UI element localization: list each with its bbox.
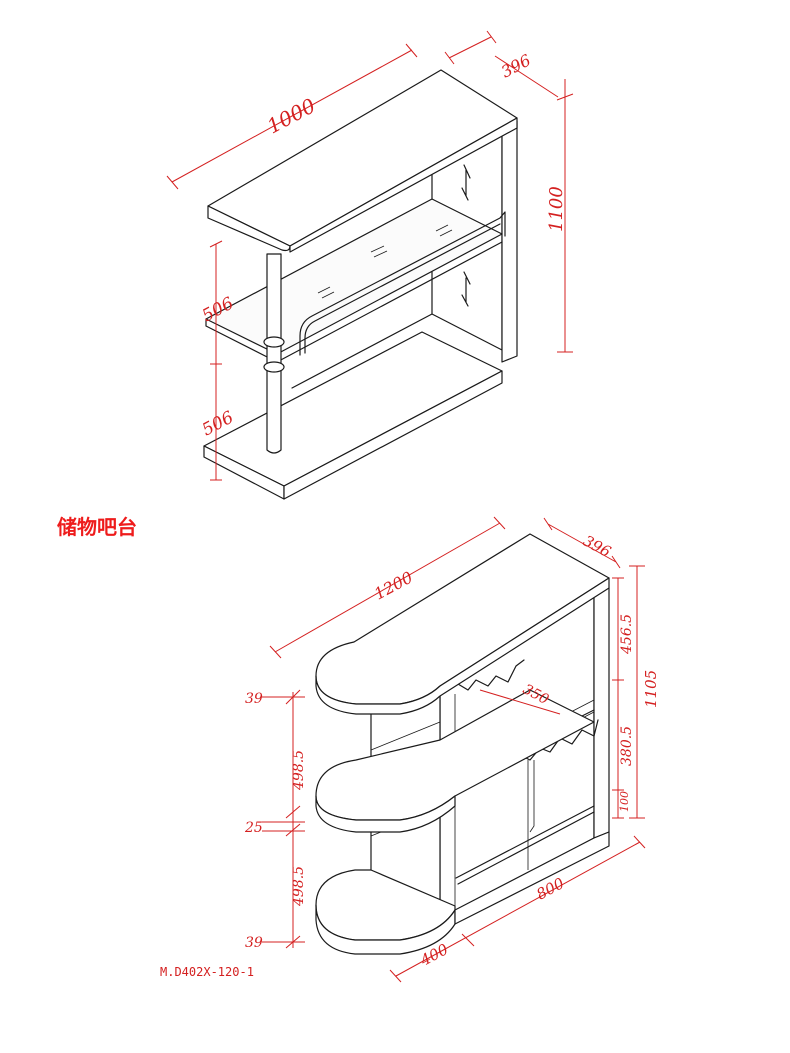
towel-bar <box>299 211 506 356</box>
dim-line-depth <box>444 30 497 65</box>
dim-height-380-5: 380.5 <box>619 726 635 766</box>
drawing-title: 储物吧台 <box>57 515 137 539</box>
storage-bar-unit: 1200 396 1105 456.5 380.5 100 350 39 498… <box>244 516 660 983</box>
handle-icon <box>461 271 471 307</box>
dim-height-1100: 1100 <box>546 186 567 232</box>
dim-depth-396: 396 <box>498 50 534 81</box>
dim-line-height <box>494 55 574 353</box>
top-bar-unit: 1000 396 1100 506 506 <box>166 30 574 500</box>
dim-thickness-25: 25 <box>244 820 263 836</box>
dim-line-shelf-gap <box>209 240 223 481</box>
glass-reflection-icon <box>317 224 453 299</box>
dim-height-100: 100 <box>618 791 631 812</box>
dim-line-heights-right <box>612 565 645 819</box>
dim-gap-498-5-upper: 498.5 <box>291 750 307 791</box>
dim-width-1200: 1200 <box>371 568 416 604</box>
dim-line-350 <box>479 689 561 715</box>
dim-line-base <box>389 835 646 983</box>
dim-gap-498-5-lower: 498.5 <box>291 866 307 907</box>
dim-line-width <box>166 43 418 190</box>
dim-height-1105: 1105 <box>642 670 660 708</box>
dim-depth-396-lower: 396 <box>580 532 614 562</box>
handle-icon <box>461 164 471 201</box>
dim-line-heights-left <box>262 689 305 949</box>
dim-thickness-39-bottom: 39 <box>245 935 263 951</box>
drawer-rail <box>455 805 595 885</box>
wine-rack-upper <box>457 659 525 691</box>
dim-width-1000: 1000 <box>263 93 319 138</box>
model-code: M.D402X-120-1 <box>160 965 254 979</box>
dim-thickness-39-top: 39 <box>245 691 263 707</box>
support-pole <box>266 253 282 454</box>
dim-line-1200 <box>269 516 506 659</box>
dim-line-396 <box>543 517 621 569</box>
dim-height-456-5: 456.5 <box>619 614 635 655</box>
